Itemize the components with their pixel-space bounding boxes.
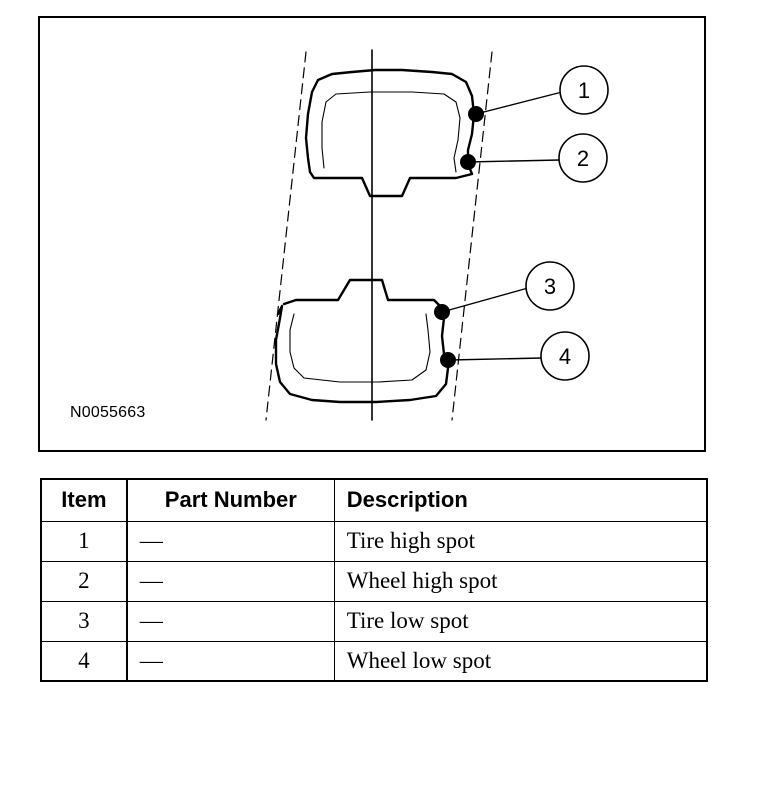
column-header-part-number: Part Number bbox=[126, 478, 335, 522]
guide-line-right bbox=[451, 51, 493, 421]
description-cell: Tire high spot bbox=[333, 520, 708, 562]
tire-wheel-diagram: 1 2 3 4 bbox=[265, 49, 609, 421]
leader-4 bbox=[449, 357, 543, 361]
table-row: 3 — Tire low spot bbox=[40, 600, 708, 642]
callout-number-2: 2 bbox=[577, 146, 589, 171]
lower-tire-outline bbox=[274, 278, 450, 404]
leader-1 bbox=[475, 91, 563, 115]
item-cell: 2 bbox=[40, 560, 128, 602]
description-cell: Wheel high spot bbox=[333, 560, 708, 602]
column-header-description: Description bbox=[333, 478, 708, 522]
description-cell: Tire low spot bbox=[333, 600, 708, 642]
callout-circle-2 bbox=[558, 133, 608, 183]
part-number-cell: — bbox=[126, 640, 335, 682]
table-row: 2 — Wheel high spot bbox=[40, 560, 708, 602]
tire-low-spot-marker bbox=[434, 304, 450, 320]
table-row: 1 — Tire high spot bbox=[40, 520, 708, 562]
upper-tire-inner bbox=[321, 91, 461, 173]
column-header-item: Item bbox=[40, 478, 128, 522]
figure-id-label: N0055663 bbox=[70, 404, 146, 421]
callout-number-1: 1 bbox=[578, 78, 590, 103]
callout-number-3: 3 bbox=[544, 274, 556, 299]
item-cell: 3 bbox=[40, 600, 128, 642]
description-cell: Wheel low spot bbox=[333, 640, 708, 682]
leader-3 bbox=[441, 287, 529, 313]
part-number-cell: — bbox=[126, 560, 335, 602]
table-row: 4 — Wheel low spot bbox=[40, 640, 708, 682]
callout-circle-4 bbox=[540, 331, 590, 381]
guide-line-left bbox=[265, 51, 307, 421]
part-number-cell: — bbox=[126, 600, 335, 642]
item-cell: 1 bbox=[40, 520, 128, 562]
part-number-cell: — bbox=[126, 520, 335, 562]
upper-tire-outline bbox=[304, 68, 476, 198]
callout-circle-3 bbox=[525, 261, 575, 311]
tire-high-spot-marker bbox=[468, 106, 484, 122]
wheel-high-spot-marker bbox=[460, 154, 476, 170]
lower-tire-inner bbox=[289, 313, 431, 383]
item-cell: 4 bbox=[40, 640, 128, 682]
wheel-low-spot-marker bbox=[440, 352, 456, 368]
leader-2 bbox=[467, 159, 561, 163]
diagram-frame: 1 2 3 4 N0055663 bbox=[38, 16, 706, 452]
callout-circle-1 bbox=[559, 65, 609, 115]
table-header-row: Item Part Number Description bbox=[40, 478, 708, 522]
callout-number-4: 4 bbox=[559, 344, 571, 369]
parts-table: Item Part Number Description 1 — Tire hi… bbox=[40, 478, 708, 682]
